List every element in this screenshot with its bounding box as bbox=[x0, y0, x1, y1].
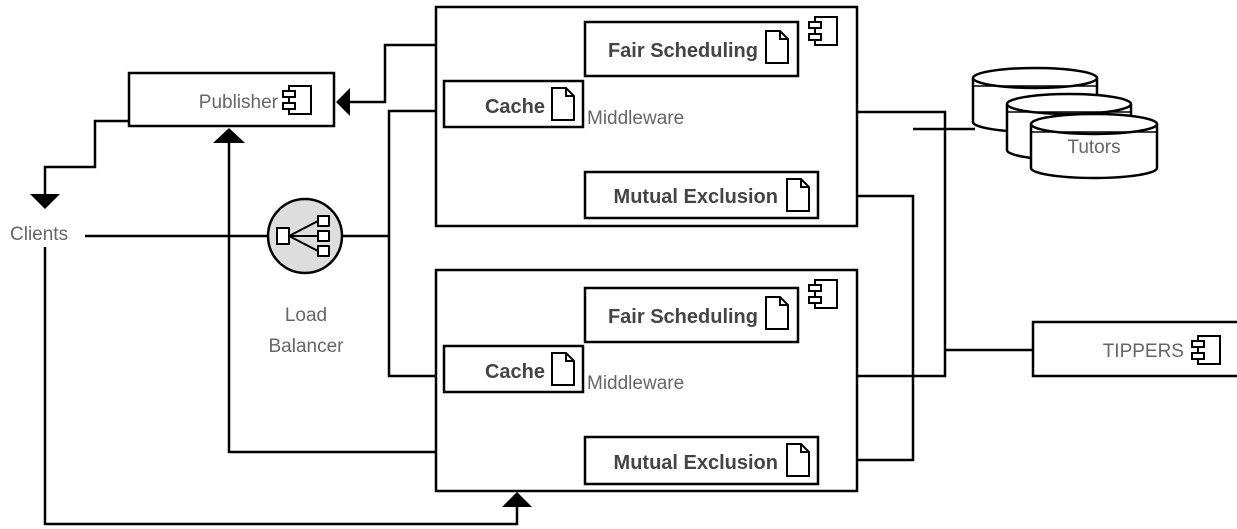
cache-bottom[interactable]: Cache bbox=[442, 344, 585, 394]
fair-scheduling-top-label: Fair Scheduling bbox=[608, 40, 758, 62]
connector-middleware-bottom-to-publisher bbox=[227, 142, 435, 454]
tutors-label: Tutors bbox=[1067, 137, 1120, 158]
mutual-exclusion-bottom-label: Mutual Exclusion bbox=[614, 452, 778, 474]
document-icon bbox=[786, 443, 810, 477]
middleware-top-label: Middleware bbox=[587, 108, 684, 129]
connector-publisher-to-clients bbox=[43, 119, 130, 195]
arrow-up-publisher bbox=[213, 128, 245, 143]
arrow-into-clients bbox=[30, 194, 60, 209]
tippers-component[interactable]: TIPPERS bbox=[1031, 320, 1237, 378]
cache-bottom-label: Cache bbox=[485, 361, 545, 383]
mutual-exclusion-top[interactable]: Mutual Exclusion bbox=[583, 170, 820, 220]
publisher-component[interactable]: Publisher bbox=[127, 71, 336, 128]
load-balancer-label-line1: Load bbox=[285, 305, 327, 326]
arrow-into-publisher bbox=[336, 88, 350, 116]
document-icon bbox=[786, 178, 810, 212]
fair-scheduling-bottom[interactable]: Fair Scheduling bbox=[583, 286, 800, 344]
fair-scheduling-bottom-label: Fair Scheduling bbox=[608, 306, 758, 328]
arrow-up-middleware-bottom bbox=[502, 492, 532, 507]
database-cylinder-icon bbox=[971, 66, 1159, 180]
fair-scheduling-top[interactable]: Fair Scheduling bbox=[583, 20, 800, 78]
cache-top[interactable]: Cache bbox=[442, 79, 585, 129]
connector-mutex-top-to-db bbox=[818, 194, 915, 462]
connector-middleware-top-to-db bbox=[857, 110, 947, 378]
tippers-label: TIPPERS bbox=[1103, 341, 1184, 362]
mutual-exclusion-bottom[interactable]: Mutual Exclusion bbox=[583, 435, 820, 486]
load-balancer[interactable]: Load Balancer bbox=[266, 197, 345, 357]
connector-clients-to-middleware-bottom bbox=[43, 247, 519, 526]
connector-bus-to-middleware-top bbox=[387, 109, 435, 378]
document-icon bbox=[551, 87, 575, 121]
arrowheads bbox=[30, 88, 532, 507]
connectors bbox=[43, 43, 1032, 526]
middleware-bottom[interactable]: Middleware Fair Scheduling Cache Mutual … bbox=[434, 268, 859, 493]
document-icon bbox=[551, 352, 575, 386]
load-balancer-label-line2: Balancer bbox=[269, 336, 345, 357]
connector-middleware-to-publisher bbox=[350, 43, 435, 104]
clients-label[interactable]: Clients bbox=[10, 224, 68, 245]
tutors-database[interactable]: Tutors bbox=[971, 66, 1159, 180]
middleware-top[interactable]: Middleware Fair Scheduling Cache Mutual … bbox=[434, 5, 859, 228]
publisher-label: Publisher bbox=[199, 92, 279, 113]
document-icon bbox=[765, 296, 789, 330]
cache-top-label: Cache bbox=[485, 96, 545, 118]
middleware-bottom-label: Middleware bbox=[587, 373, 684, 394]
document-icon bbox=[765, 30, 789, 64]
mutual-exclusion-top-label: Mutual Exclusion bbox=[614, 186, 778, 208]
